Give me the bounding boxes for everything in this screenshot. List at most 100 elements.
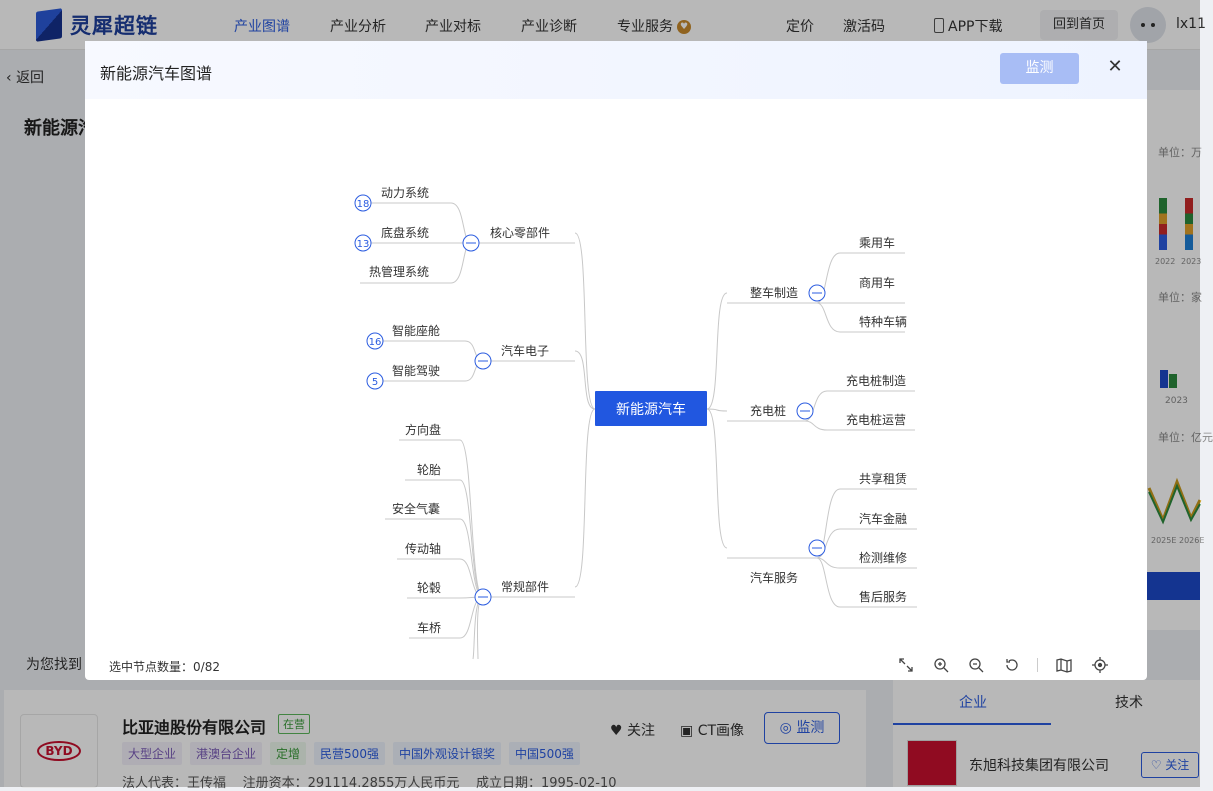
selected-count-value: 0/82 (193, 660, 220, 674)
avatar[interactable] (1130, 7, 1166, 43)
mindmap-canvas[interactable]: 新能源汽车 核心零部件 汽车电子 常规部件 整车制造 充电桩 汽车服务 动力系统… (85, 99, 1147, 660)
locate-icon[interactable] (1091, 656, 1109, 674)
status-badge: 在营 (278, 714, 310, 734)
result-count-text: 为您找到 (26, 657, 82, 673)
back-link[interactable]: ‹ 返回 (6, 67, 44, 87)
count-badge[interactable] (366, 372, 384, 390)
company-monitor-button[interactable]: ◎ 监测 (764, 712, 840, 744)
leaf-steering-wheel[interactable]: 方向盘 (405, 422, 441, 437)
stat-unit-label: 单位：万 (1158, 146, 1202, 159)
right-action-bar[interactable] (1147, 572, 1200, 600)
nav-item-pricing[interactable]: 定价 (786, 19, 814, 35)
company-name[interactable]: 东旭科技集团有限公司 (969, 758, 1109, 774)
company-tag: 港澳台企业 (190, 742, 263, 765)
company-tag: 民营500强 (314, 742, 385, 765)
leaf-drive-shaft[interactable]: 传动轴 (405, 541, 441, 556)
leaf-power-system[interactable]: 动力系统 (381, 186, 429, 200)
username[interactable]: lx11 (1176, 16, 1206, 32)
leaf-charger-manufacturing[interactable]: 充电桩制造 (846, 373, 906, 388)
monitor-button[interactable]: 监测 (1000, 53, 1079, 84)
stat-unit-label: 单位：亿元 (1158, 431, 1213, 444)
company-tag: 中国外观设计银奖 (392, 742, 501, 765)
branch-auto-electronics[interactable]: 汽车电子 (501, 343, 549, 358)
zoom-out-icon[interactable] (967, 656, 985, 674)
reset-icon[interactable] (1003, 656, 1021, 674)
nav-item-industry-analysis[interactable]: 产业分析 (330, 19, 386, 35)
side-tabs-panel: 企业 技术 东旭科技集团有限公司 ♡ 关注 (893, 680, 1200, 787)
company-logo-text: BYD (37, 741, 81, 761)
back-label: 返回 (16, 70, 45, 86)
bar (1160, 370, 1168, 388)
app-download-label: APP下载 (948, 19, 1003, 35)
count-badge[interactable] (354, 194, 372, 212)
leaf-passenger-car[interactable]: 乘用车 (859, 235, 895, 250)
heart-icon: ♥ (610, 723, 628, 739)
year-label: 2025E (1151, 536, 1177, 545)
leaf-smart-cockpit[interactable]: 智能座舱 (392, 323, 440, 338)
leaf-thermal-system[interactable]: 热管理系统 (369, 264, 429, 279)
tab-technology[interactable]: 技术 (1115, 695, 1143, 711)
leaf-wheel-hub[interactable]: 轮毂 (417, 581, 441, 595)
leaf-tire[interactable]: 轮胎 (417, 463, 441, 477)
compass-icon: ◎ (779, 720, 797, 736)
nav-item-activation[interactable]: 激活码 (843, 19, 885, 35)
leaf-axle[interactable]: 车桥 (417, 620, 441, 635)
ct-profile-button[interactable]: ▣ CT画像 (680, 720, 744, 740)
home-button[interactable]: 回到首页 (1040, 10, 1118, 40)
branch-core-parts[interactable]: 核心零部件 (490, 225, 550, 240)
modal-title: 新能源汽车图谱 (100, 64, 213, 83)
root-label: 新能源汽车 (616, 401, 686, 418)
nav-item-industry-benchmark[interactable]: 产业对标 (425, 19, 481, 35)
nav-item-label: 专业服务 (617, 19, 673, 35)
leaf-special-vehicle[interactable]: 特种车辆 (859, 314, 907, 329)
company-name[interactable]: 比亚迪股份有限公司 (122, 718, 267, 737)
follow-button[interactable]: ♥ 关注 (610, 720, 655, 740)
leaf-commercial-vehicle[interactable]: 商用车 (859, 275, 895, 290)
map-icon[interactable] (1055, 656, 1073, 674)
year-label: 2023 (1165, 396, 1188, 406)
phone-icon (934, 18, 944, 33)
ct-label: CT画像 (697, 723, 745, 739)
count-badge[interactable] (366, 332, 384, 350)
branch-charging-pile[interactable]: 充电桩 (750, 403, 786, 418)
leaf-auto-finance[interactable]: 汽车金融 (859, 511, 907, 526)
leaf-charger-operation[interactable]: 充电桩运营 (846, 412, 906, 427)
ct-icon: ▣ (680, 723, 698, 739)
company-card[interactable]: BYD 比亚迪股份有限公司 在营 大型企业 港澳台企业 定增 民营500强 中国… (4, 690, 866, 791)
monitor-label: 监测 (796, 720, 825, 736)
leaf-shared-rental[interactable]: 共享租赁 (859, 471, 907, 486)
nav-item-professional-service[interactable]: 专业服务♥ (617, 16, 691, 36)
stacked-bar (1159, 198, 1167, 250)
follow-label: 关注 (627, 723, 656, 739)
bar (1169, 374, 1177, 388)
leaf-smart-driving[interactable]: 智能驾驶 (392, 363, 440, 378)
leaf-airbag[interactable]: 安全气囊 (392, 501, 440, 516)
count-badge-value: 16 (369, 337, 382, 348)
branch-regular-parts[interactable]: 常规部件 (501, 579, 549, 594)
founded-value: 1995-02-10 (540, 776, 617, 791)
founded-label: 成立日期： (475, 776, 541, 791)
zoom-in-icon[interactable] (932, 656, 950, 674)
leaf-after-sales[interactable]: 售后服务 (859, 589, 907, 604)
branch-vehicle-manufacturing[interactable]: 整车制造 (750, 285, 798, 300)
nav-item-industry-diagnosis[interactable]: 产业诊断 (521, 19, 577, 35)
nav-item-app-download[interactable]: APP下载 (934, 16, 1002, 36)
heart-outline-icon: ♡ (1150, 758, 1166, 772)
follow-button[interactable]: ♡ 关注 (1141, 752, 1199, 778)
count-badge-value: 13 (357, 239, 370, 250)
follow-label: 关注 (1165, 758, 1190, 772)
logo[interactable]: 灵犀超链 (36, 8, 158, 42)
company-tag: 定增 (270, 742, 307, 765)
leaf-inspection-repair[interactable]: 检测维修 (859, 550, 907, 565)
count-badge[interactable] (354, 234, 372, 252)
capital-label: 注册资本： (242, 776, 308, 791)
close-icon[interactable]: ✕ (1107, 56, 1123, 77)
branch-auto-service[interactable]: 汽车服务 (750, 570, 798, 585)
leaf-chassis-system[interactable]: 底盘系统 (381, 225, 429, 240)
fullscreen-icon[interactable] (897, 656, 915, 674)
root-node[interactable] (595, 391, 707, 426)
line-chart-fragment (1147, 477, 1202, 525)
stat-unit-label: 单位：家 (1158, 291, 1202, 304)
industry-map-modal: 新能源汽车图谱 监测 ✕ (85, 41, 1147, 680)
tab-enterprise[interactable]: 企业 (959, 695, 987, 711)
